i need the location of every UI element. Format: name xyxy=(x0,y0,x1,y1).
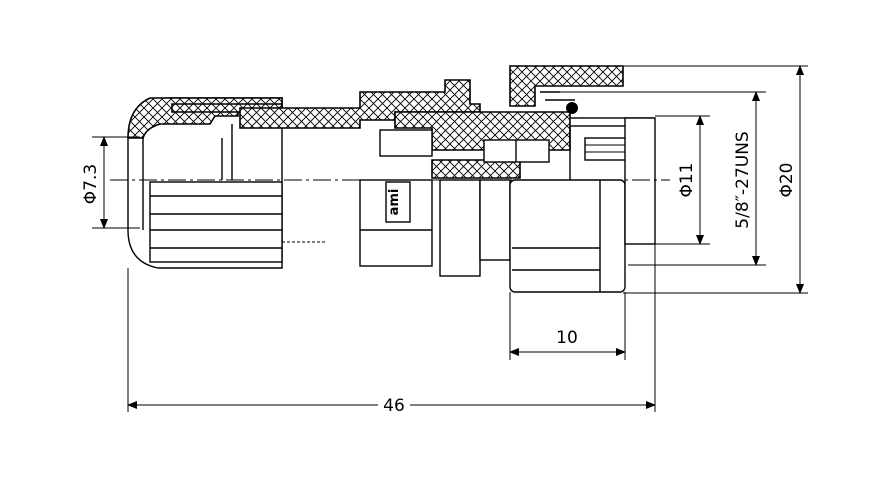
dim-cable-diameter-label: Φ7.3 xyxy=(81,164,101,204)
dim-total-length: 46 xyxy=(127,244,656,416)
coupling-nut-section xyxy=(509,65,656,293)
dim-nut-length-label: 10 xyxy=(556,328,578,348)
dim-thread-spec-label: 5/8″-27UNS xyxy=(733,131,753,228)
dim-cable-diameter: Φ7.3 xyxy=(81,136,140,229)
dim-thread-diameter: Φ11 xyxy=(655,115,710,245)
manufacturer-logo: ami xyxy=(387,189,402,216)
knurl-rings xyxy=(149,181,283,263)
dim-total-length-label: 46 xyxy=(383,396,405,416)
dim-outer-diameter-label: Φ20 xyxy=(777,162,797,197)
dim-nut-length: 10 xyxy=(509,292,626,360)
dim-thread-diameter-label: Φ11 xyxy=(677,162,697,197)
dim-thread-spec: 5/8″-27UNS xyxy=(540,91,766,266)
dim-outer-diameter: Φ20 xyxy=(623,65,808,294)
